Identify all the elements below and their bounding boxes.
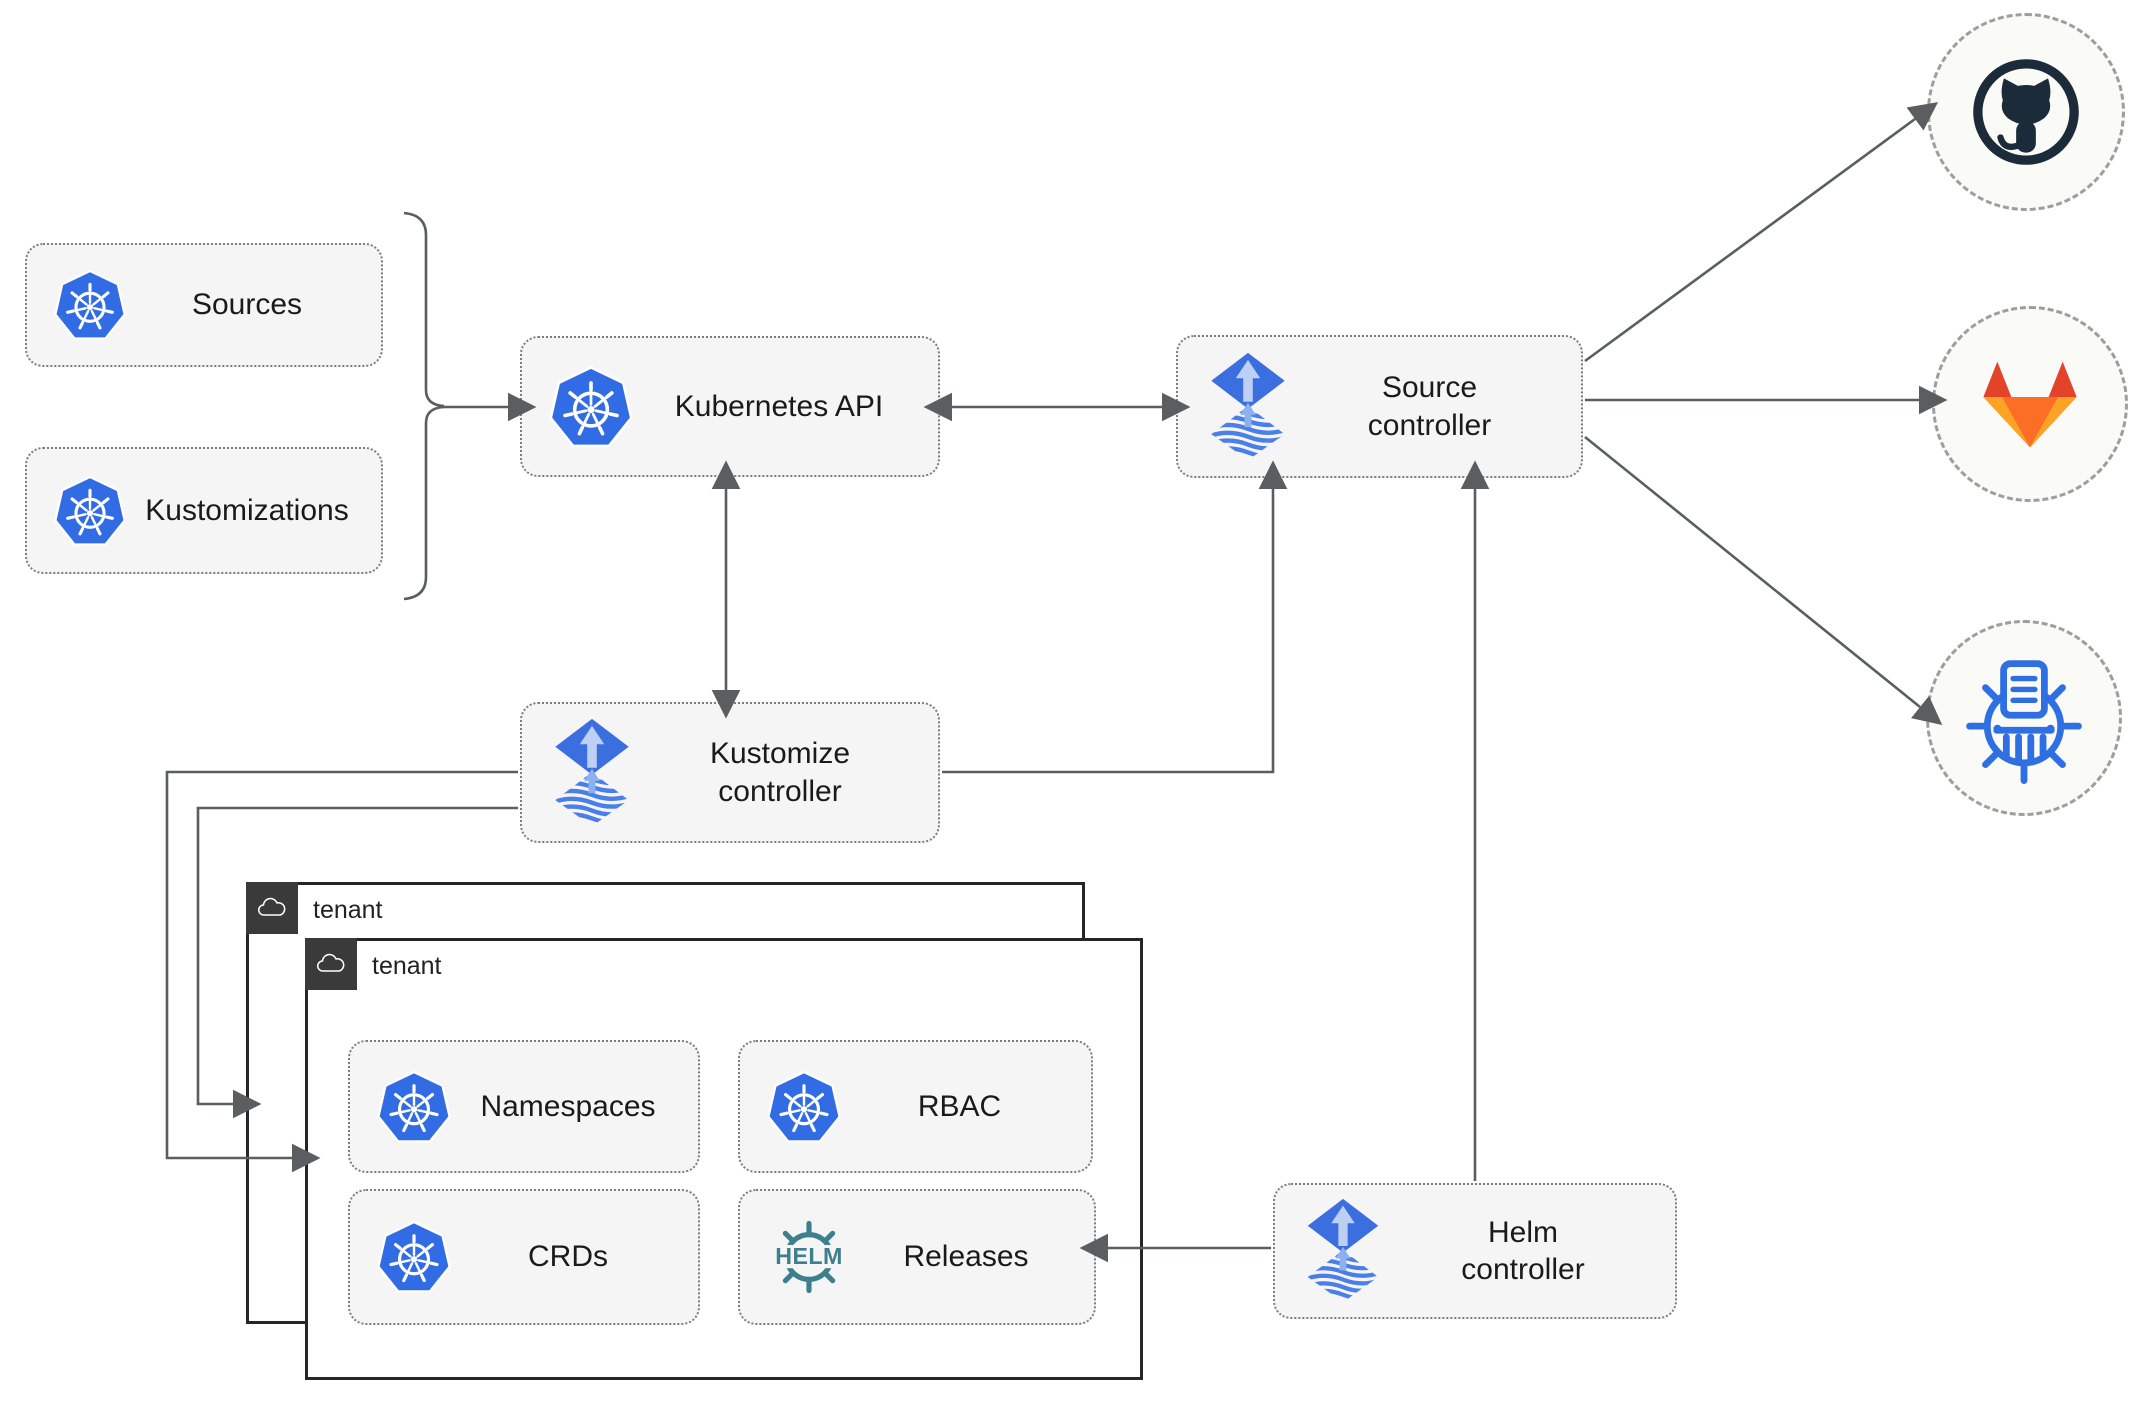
node-label: Kubernetes API	[674, 389, 884, 423]
kubernetes-icon	[376, 1219, 452, 1295]
kubernetes-icon	[53, 474, 127, 548]
endpoint-helm-repository	[1926, 620, 2122, 816]
node-sources: Sources	[25, 243, 383, 367]
node-label: Kustomize controller	[709, 737, 851, 808]
endpoint-github	[1927, 13, 2125, 211]
node-helm-controller: Helm controller	[1273, 1183, 1677, 1319]
node-releases: Releases	[738, 1189, 1096, 1325]
node-kustomizations: Kustomizations	[25, 447, 383, 574]
connector-source-github	[1584, 102, 1939, 363]
kubernetes-icon	[376, 1069, 452, 1145]
github-icon	[1968, 54, 2084, 170]
kubernetes-icon	[53, 268, 127, 342]
flux-icon	[1204, 352, 1292, 462]
gitlab-icon	[1974, 356, 2086, 453]
tenant-box-front: tenant Namespaces RBAC CRDs Releases	[305, 938, 1143, 1380]
node-namespaces: Namespaces	[348, 1040, 700, 1173]
tenant-back-label: tenant	[313, 896, 383, 924]
node-label: Sources	[191, 288, 303, 322]
connector-bracket-to-kubernetes-api	[403, 211, 537, 601]
node-label: RBAC	[917, 1089, 1002, 1123]
helm-wheel-icon	[766, 1214, 852, 1300]
flux-icon	[1301, 1198, 1385, 1304]
kubernetes-icon	[766, 1069, 842, 1145]
node-label: CRDs	[528, 1240, 608, 1274]
node-label: Helm controller	[1461, 1215, 1585, 1287]
node-label: Source controller	[1367, 371, 1492, 442]
cloud-icon	[256, 894, 288, 922]
tenant-front-header	[305, 938, 357, 990]
node-label: Kustomizations	[145, 493, 349, 527]
connector-kustomize-source	[942, 460, 1288, 774]
node-label: Namespaces	[480, 1089, 656, 1123]
cloud-icon	[315, 950, 347, 978]
node-kubernetes-api: Kubernetes API	[520, 336, 940, 477]
connector-source-helm-repository	[1584, 435, 1943, 725]
flux-icon	[548, 718, 636, 828]
node-label: Releases	[903, 1240, 1029, 1274]
node-kustomize-controller: Kustomize controller	[520, 702, 940, 843]
node-crds: CRDs	[348, 1189, 700, 1325]
tenant-front-label: tenant	[372, 952, 442, 980]
node-rbac: RBAC	[738, 1040, 1093, 1173]
endpoint-gitlab	[1932, 306, 2128, 502]
kubernetes-icon	[548, 364, 634, 450]
tenant-back-header	[246, 882, 298, 934]
node-source-controller: Source controller	[1176, 335, 1583, 478]
helm-repository-icon	[1956, 650, 2092, 786]
